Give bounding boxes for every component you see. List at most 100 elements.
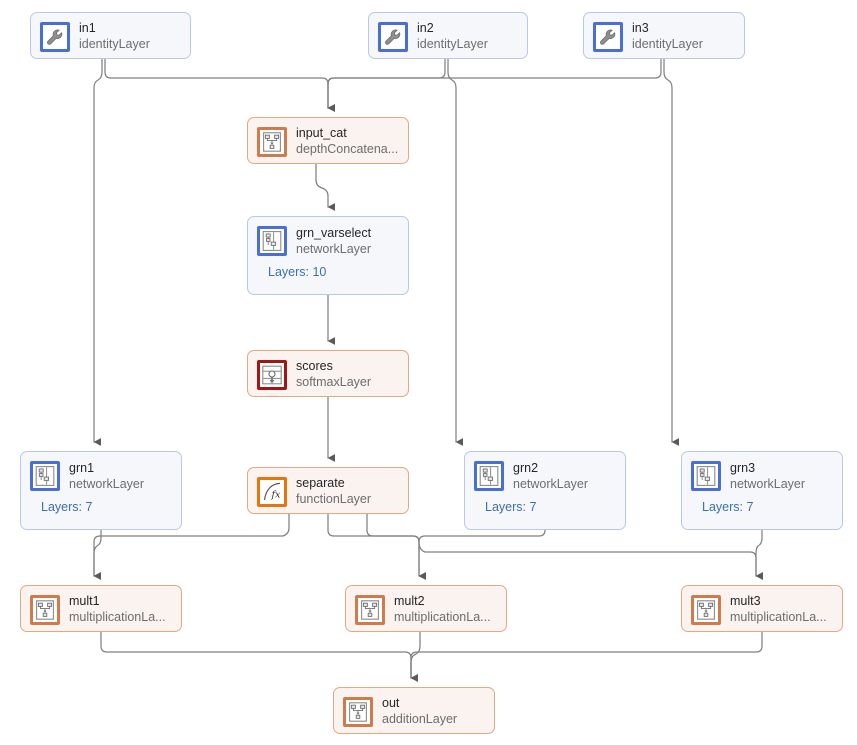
node-type: multiplicationLa... bbox=[69, 610, 166, 624]
edge-mult3-out bbox=[410, 631, 763, 682]
node-layer-count: Layers: 7 bbox=[702, 500, 754, 514]
node-labels: input_cat depthConcatena... bbox=[296, 126, 398, 157]
node-header: grn_varselect networkLayer bbox=[248, 217, 408, 257]
node-labels: grn3 networkLayer bbox=[730, 461, 805, 492]
node-header: grn2 networkLayer bbox=[465, 452, 625, 492]
node-mult1[interactable]: mult1 multiplicationLa... bbox=[20, 585, 182, 632]
node-scores[interactable]: scores softmaxLayer bbox=[247, 350, 409, 397]
softmax-icon bbox=[257, 359, 287, 390]
wrench-icon bbox=[378, 21, 408, 52]
node-labels: grn_varselect networkLayer bbox=[296, 226, 371, 257]
multiplication-icon bbox=[355, 594, 385, 625]
node-labels: in1 identityLayer bbox=[79, 21, 150, 52]
concat-icon bbox=[257, 126, 287, 157]
edge-mult1-out bbox=[100, 631, 419, 682]
node-name: mult1 bbox=[69, 594, 100, 608]
node-labels: scores softmaxLayer bbox=[296, 359, 371, 390]
edge-input_cat-grn_varselect bbox=[315, 163, 336, 211]
node-input_cat[interactable]: input_cat depthConcatena... bbox=[247, 117, 409, 164]
edge-separate-mult2 bbox=[327, 513, 427, 580]
node-type: additionLayer bbox=[382, 712, 458, 726]
node-header: mult1 multiplicationLa... bbox=[21, 586, 181, 633]
node-type: identityLayer bbox=[632, 37, 703, 51]
node-header: scores softmaxLayer bbox=[248, 351, 408, 398]
node-labels: mult2 multiplicationLa... bbox=[394, 594, 491, 625]
edge-in3-grn3 bbox=[663, 58, 680, 446]
node-type: networkLayer bbox=[296, 242, 372, 256]
edge-grn1-mult1 bbox=[93, 529, 102, 580]
node-labels: mult1 multiplicationLa... bbox=[69, 594, 166, 625]
node-out[interactable]: out additionLayer bbox=[333, 687, 495, 734]
node-in2[interactable]: in2 identityLayer bbox=[368, 12, 528, 59]
node-name: separate bbox=[296, 476, 345, 490]
node-name: in2 bbox=[417, 21, 434, 35]
node-labels: out additionLayer bbox=[382, 696, 457, 727]
node-labels: in3 identityLayer bbox=[632, 21, 703, 52]
node-name: grn2 bbox=[513, 461, 539, 475]
node-name: out bbox=[382, 696, 400, 710]
node-layer-count: Layers: 7 bbox=[485, 500, 537, 514]
node-name: grn3 bbox=[730, 461, 756, 475]
network-icon bbox=[30, 461, 60, 491]
node-header: in2 identityLayer bbox=[369, 13, 527, 60]
node-type: identityLayer bbox=[79, 37, 150, 51]
node-mult2[interactable]: mult2 multiplicationLa... bbox=[345, 585, 507, 632]
wrench-icon bbox=[40, 21, 70, 52]
node-type: networkLayer bbox=[513, 477, 589, 491]
node-header: in3 identityLayer bbox=[584, 13, 744, 60]
node-name: scores bbox=[296, 359, 333, 373]
node-in1[interactable]: in1 identityLayer bbox=[30, 12, 191, 59]
node-name: mult3 bbox=[730, 594, 761, 608]
node-labels: grn1 networkLayer bbox=[69, 461, 144, 492]
edge-in1-grn1 bbox=[93, 58, 103, 446]
svg-text:fx: fx bbox=[271, 489, 282, 500]
multiplication-icon bbox=[691, 594, 721, 625]
node-name: input_cat bbox=[296, 126, 347, 140]
edge-grn2-mult2 bbox=[418, 529, 546, 580]
wrench-icon bbox=[593, 21, 623, 52]
edge-in3-input_cat bbox=[327, 58, 662, 112]
node-in3[interactable]: in3 identityLayer bbox=[583, 12, 745, 59]
node-type: multiplicationLa... bbox=[394, 610, 491, 624]
node-separate[interactable]: fx separate functionLayer bbox=[247, 467, 409, 514]
addition-icon bbox=[343, 696, 373, 727]
node-labels: separate functionLayer bbox=[296, 476, 371, 507]
node-name: in3 bbox=[632, 21, 649, 35]
node-header: grn1 networkLayer bbox=[21, 452, 181, 492]
multiplication-icon bbox=[30, 594, 60, 625]
node-header: mult2 multiplicationLa... bbox=[346, 586, 506, 633]
network-icon bbox=[691, 461, 721, 491]
node-type: networkLayer bbox=[69, 477, 145, 491]
node-layer-count: Layers: 10 bbox=[268, 265, 327, 279]
node-labels: grn2 networkLayer bbox=[513, 461, 588, 492]
node-name: grn1 bbox=[69, 461, 95, 475]
node-type: depthConcatena... bbox=[296, 142, 398, 156]
edge-in1-input_cat bbox=[104, 58, 336, 112]
node-header: grn3 networkLayer bbox=[682, 452, 842, 492]
node-header: input_cat depthConcatena... bbox=[248, 118, 408, 165]
node-type: networkLayer bbox=[730, 477, 806, 491]
node-type: functionLayer bbox=[296, 492, 372, 506]
node-type: softmaxLayer bbox=[296, 375, 372, 389]
node-type: identityLayer bbox=[417, 37, 488, 51]
node-name: in1 bbox=[79, 21, 96, 35]
node-mult3[interactable]: mult3 multiplicationLa... bbox=[681, 585, 843, 632]
function-icon: fx bbox=[257, 476, 287, 507]
node-name: grn_varselect bbox=[296, 226, 372, 240]
edge-mult2-out bbox=[410, 631, 421, 682]
node-labels: in2 identityLayer bbox=[417, 21, 488, 52]
node-name: mult2 bbox=[394, 594, 425, 608]
node-header: in1 identityLayer bbox=[31, 13, 190, 60]
node-layer-count: Layers: 7 bbox=[41, 500, 93, 514]
edge-in2-input_cat bbox=[327, 58, 446, 112]
node-type: multiplicationLa... bbox=[730, 610, 827, 624]
node-header: fx separate functionLayer bbox=[248, 468, 408, 515]
node-labels: mult3 multiplicationLa... bbox=[730, 594, 827, 625]
node-header: mult3 multiplicationLa... bbox=[682, 586, 842, 633]
